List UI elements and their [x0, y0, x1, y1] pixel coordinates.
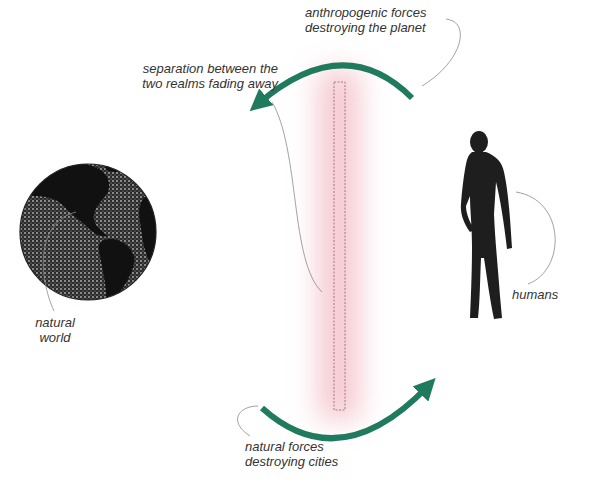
leader-line [43, 212, 76, 311]
separation-bar [334, 82, 345, 410]
globe [20, 157, 160, 302]
leader-line [422, 19, 460, 86]
annotation-label: anthropogenic forces destroying the plan… [305, 6, 455, 36]
natural-forces-arrow [262, 386, 428, 438]
human-figure [461, 131, 512, 319]
annotation-label: natural world [22, 316, 88, 346]
leader-line [272, 102, 322, 292]
leader-lines [43, 19, 555, 436]
human-head [470, 131, 488, 153]
annotation-label: separation between the two realms fading… [126, 62, 278, 92]
globe-rim [20, 164, 156, 300]
annotation-label: natural forces destroying cities [245, 440, 370, 470]
human-body [461, 152, 512, 319]
leader-line [238, 406, 258, 436]
separation-glow [318, 70, 360, 420]
anthropogenic-arrow [258, 65, 412, 104]
annotation-label: humans [512, 288, 592, 303]
leader-line [516, 192, 555, 284]
